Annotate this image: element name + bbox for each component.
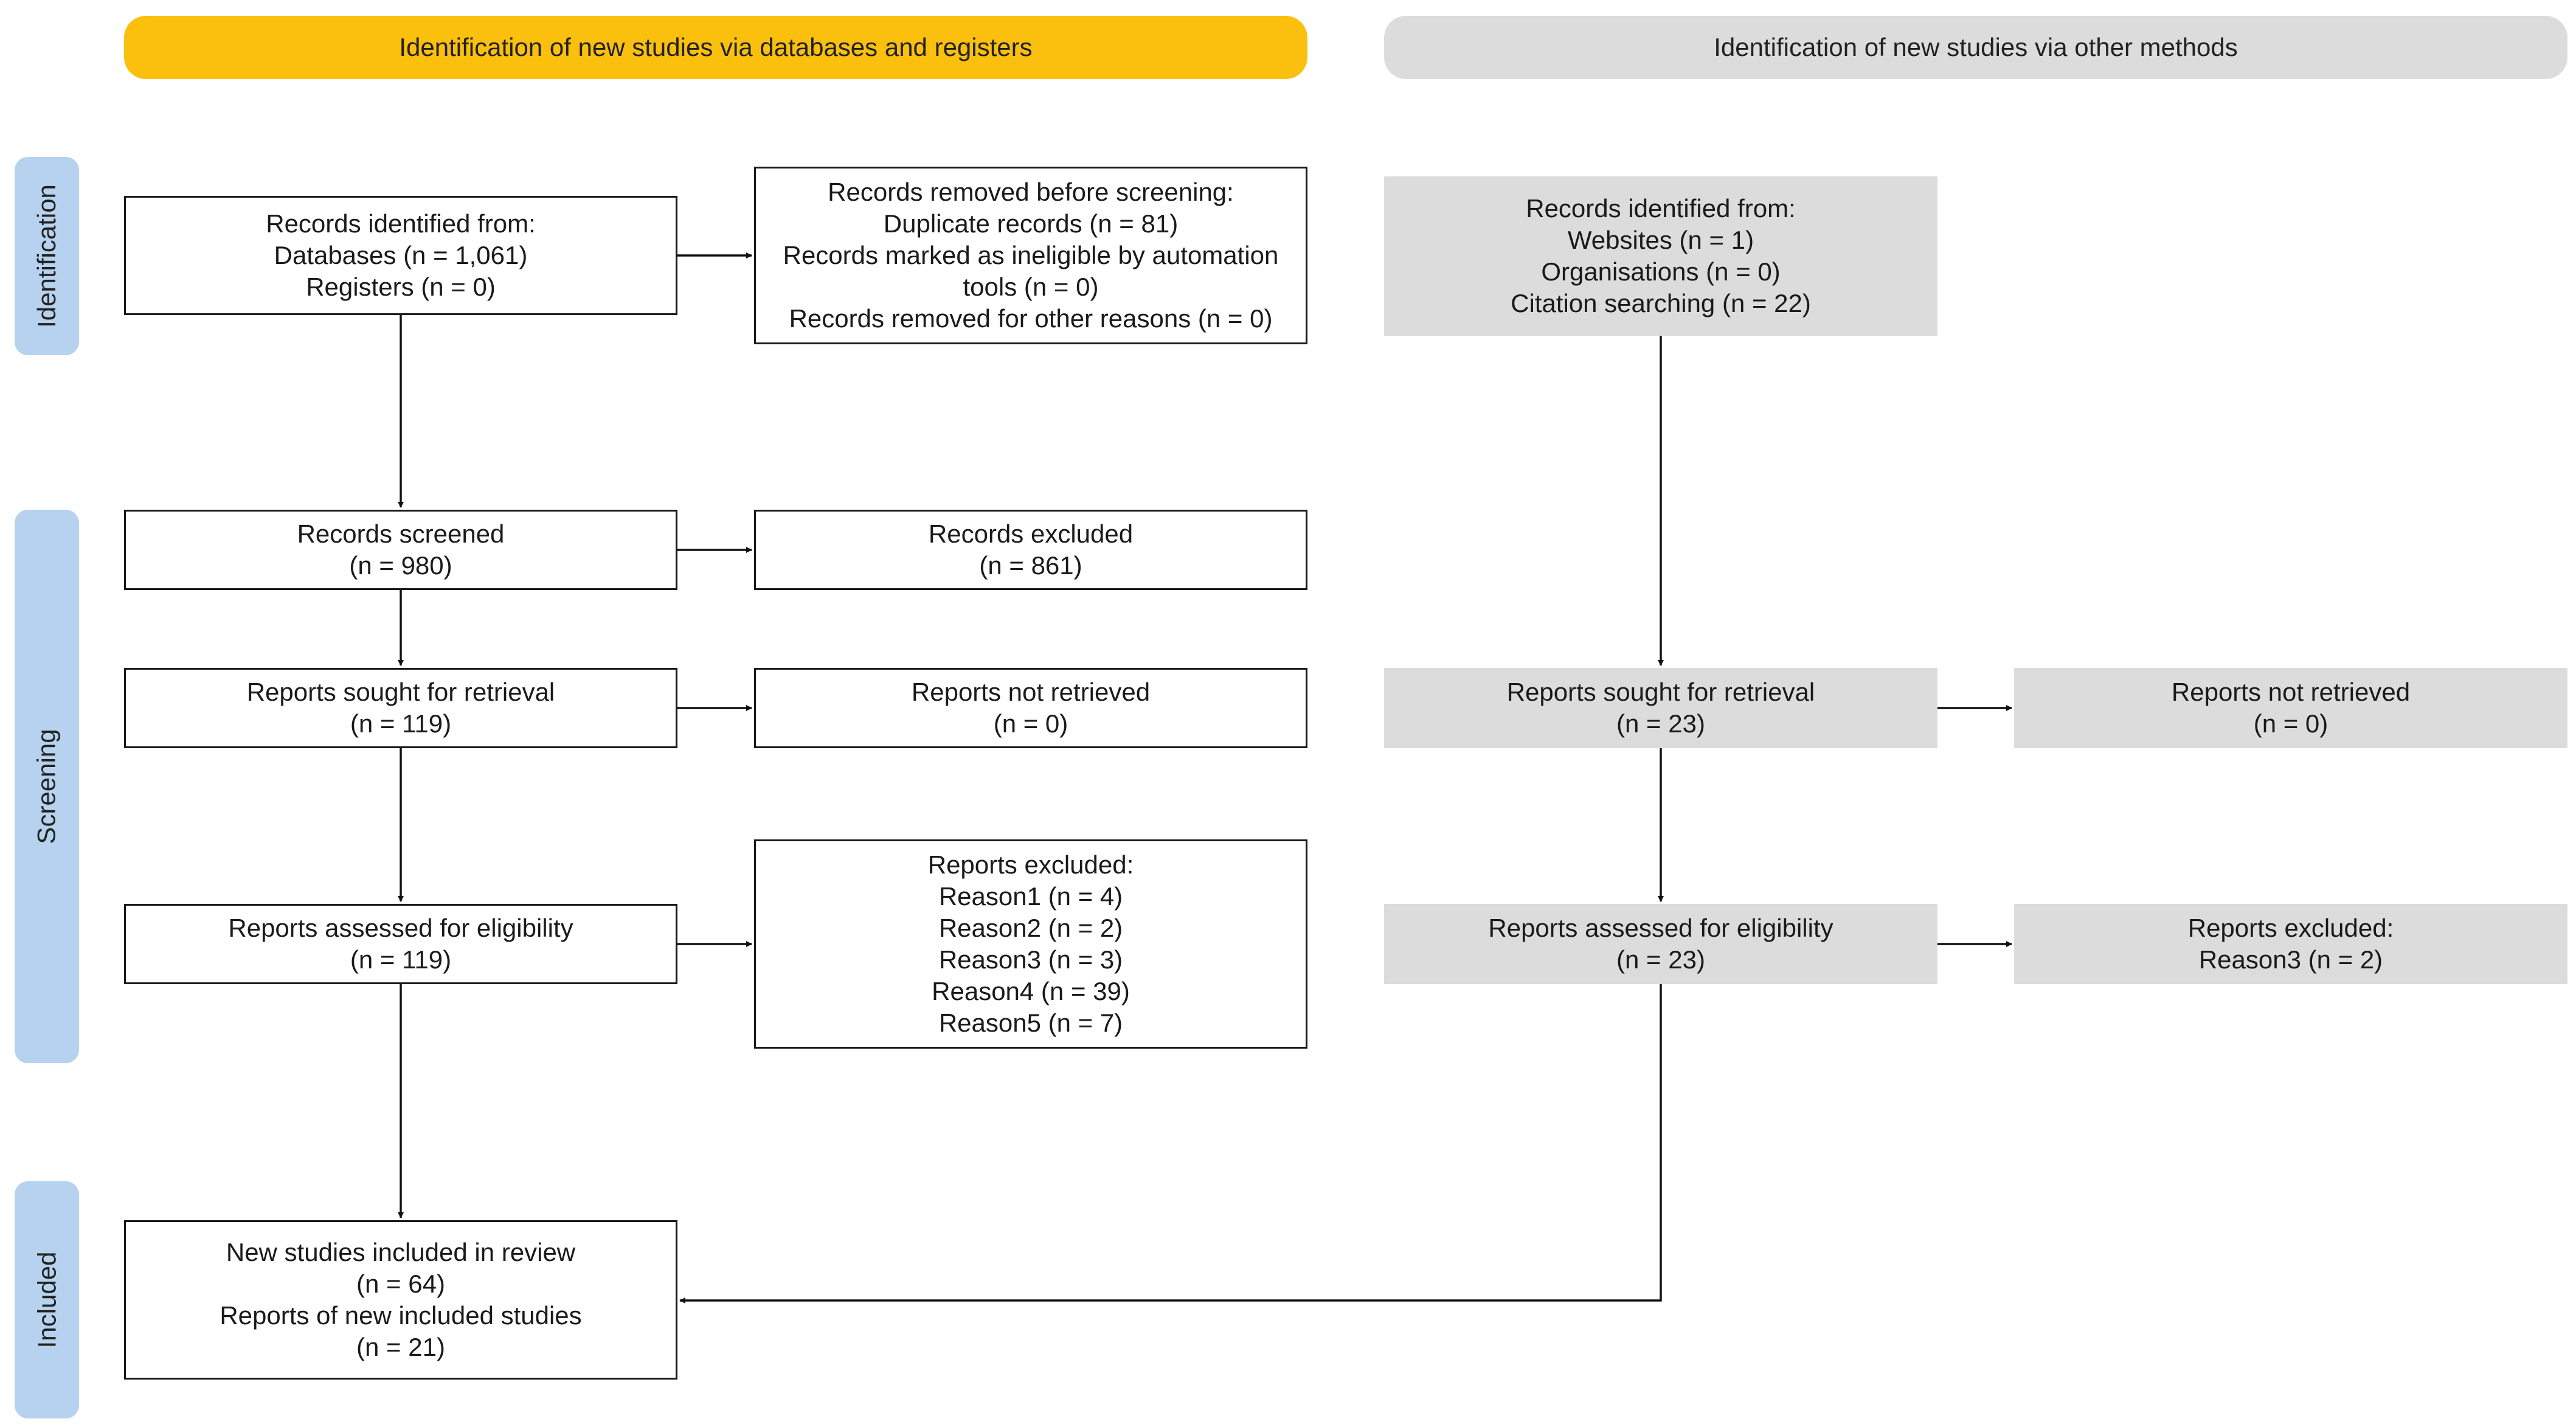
box-line: New studies included in review (226, 1238, 576, 1266)
box-line: (n = 64) (356, 1269, 445, 1298)
other-reports-excluded-box: Reports excluded: Reason3 (n = 2) (2014, 904, 2567, 984)
phase-included: Included (15, 1181, 79, 1418)
box-line: Websites (n = 1) (1567, 226, 1754, 254)
box-line: Duplicate records (n = 81) (883, 209, 1179, 238)
box-line: Organisations (n = 0) (1541, 257, 1781, 286)
box-line: Records excluded (928, 519, 1134, 548)
box-line: Reason3 (n = 3) (938, 945, 1123, 974)
other-reports-assessed-box: Reports assessed for eligibility (n = 23… (1384, 904, 1937, 984)
box-line: Registers (n = 0) (306, 273, 496, 301)
box-line: Records removed before screening: (828, 178, 1234, 206)
other-reports-not-retrieved-box: Reports not retrieved (n = 0) (2014, 668, 2567, 748)
phase-identification: Identification (15, 157, 79, 355)
db-reports-not-retrieved-box: Reports not retrieved (n = 0) (754, 668, 1307, 748)
box-line: Citation searching (n = 22) (1511, 289, 1811, 318)
db-records-identified-box: Records identified from: Databases (n = … (124, 196, 677, 315)
db-reports-assessed-box: Reports assessed for eligibility (n = 11… (124, 904, 677, 984)
phase-screening: Screening (15, 510, 79, 1063)
box-line: Records marked as ineligible by automati… (783, 241, 1279, 269)
db-reports-sought-box: Reports sought for retrieval (n = 119) (124, 668, 677, 748)
box-line: (n = 980) (349, 551, 452, 580)
db-records-removed-box: Records removed before screening: Duplic… (754, 167, 1307, 344)
box-line: (n = 861) (979, 551, 1082, 580)
banner-databases-registers: Identification of new studies via databa… (124, 16, 1307, 79)
box-line: Reason3 (n = 2) (2198, 945, 2383, 974)
db-records-excluded-box: Records excluded (n = 861) (754, 510, 1307, 590)
other-records-identified-box: Records identified from: Websites (n = 1… (1384, 176, 1937, 336)
box-line: (n = 0) (2253, 709, 2328, 738)
box-line: tools (n = 0) (963, 273, 1099, 301)
db-reports-excluded-box: Reports excluded: Reason1 (n = 4) Reason… (754, 839, 1307, 1049)
box-line: Reports sought for retrieval (1506, 678, 1815, 706)
box-line: (n = 0) (993, 709, 1068, 738)
box-line: Reason2 (n = 2) (938, 914, 1123, 942)
db-studies-included-box: New studies included in review (n = 64) … (124, 1220, 677, 1380)
box-line: Records identified from: (266, 209, 536, 238)
box-line: Reason5 (n = 7) (938, 1009, 1123, 1037)
banner-databases-registers-label: Identification of new studies via databa… (399, 33, 1033, 61)
box-line: (n = 119) (350, 945, 452, 974)
box-line: Reports not retrieved (911, 678, 1151, 706)
box-line: (n = 119) (350, 709, 452, 738)
box-line: Reports of new included studies (220, 1301, 582, 1330)
box-line: Records removed for other reasons (n = 0… (789, 304, 1273, 333)
box-line: Reports assessed for eligibility (1488, 914, 1833, 942)
box-line: (n = 23) (1616, 945, 1705, 974)
banner-other-methods: Identification of new studies via other … (1384, 16, 2567, 79)
box-line: Reports excluded: (2187, 914, 2394, 942)
box-line: Reason4 (n = 39) (932, 977, 1130, 1005)
banner-other-methods-label: Identification of new studies via other … (1714, 33, 2238, 61)
box-line: Reports excluded: (927, 850, 1134, 879)
box-line: (n = 23) (1616, 709, 1705, 738)
box-line: (n = 21) (356, 1333, 445, 1361)
box-line: Reports assessed for eligibility (228, 914, 573, 942)
box-line: Databases (n = 1,061) (274, 241, 528, 269)
arrow-other-assessed-to-included (679, 984, 1662, 1304)
db-records-screened-box: Records screened (n = 980) (124, 510, 677, 590)
box-line: Reports sought for retrieval (246, 678, 555, 706)
box-line: Records identified from: (1526, 194, 1796, 223)
box-line: Records screened (297, 519, 505, 548)
box-line: Reason1 (n = 4) (938, 882, 1123, 911)
box-line: Reports not retrieved (2171, 678, 2411, 706)
other-reports-sought-box: Reports sought for retrieval (n = 23) (1384, 668, 1937, 748)
